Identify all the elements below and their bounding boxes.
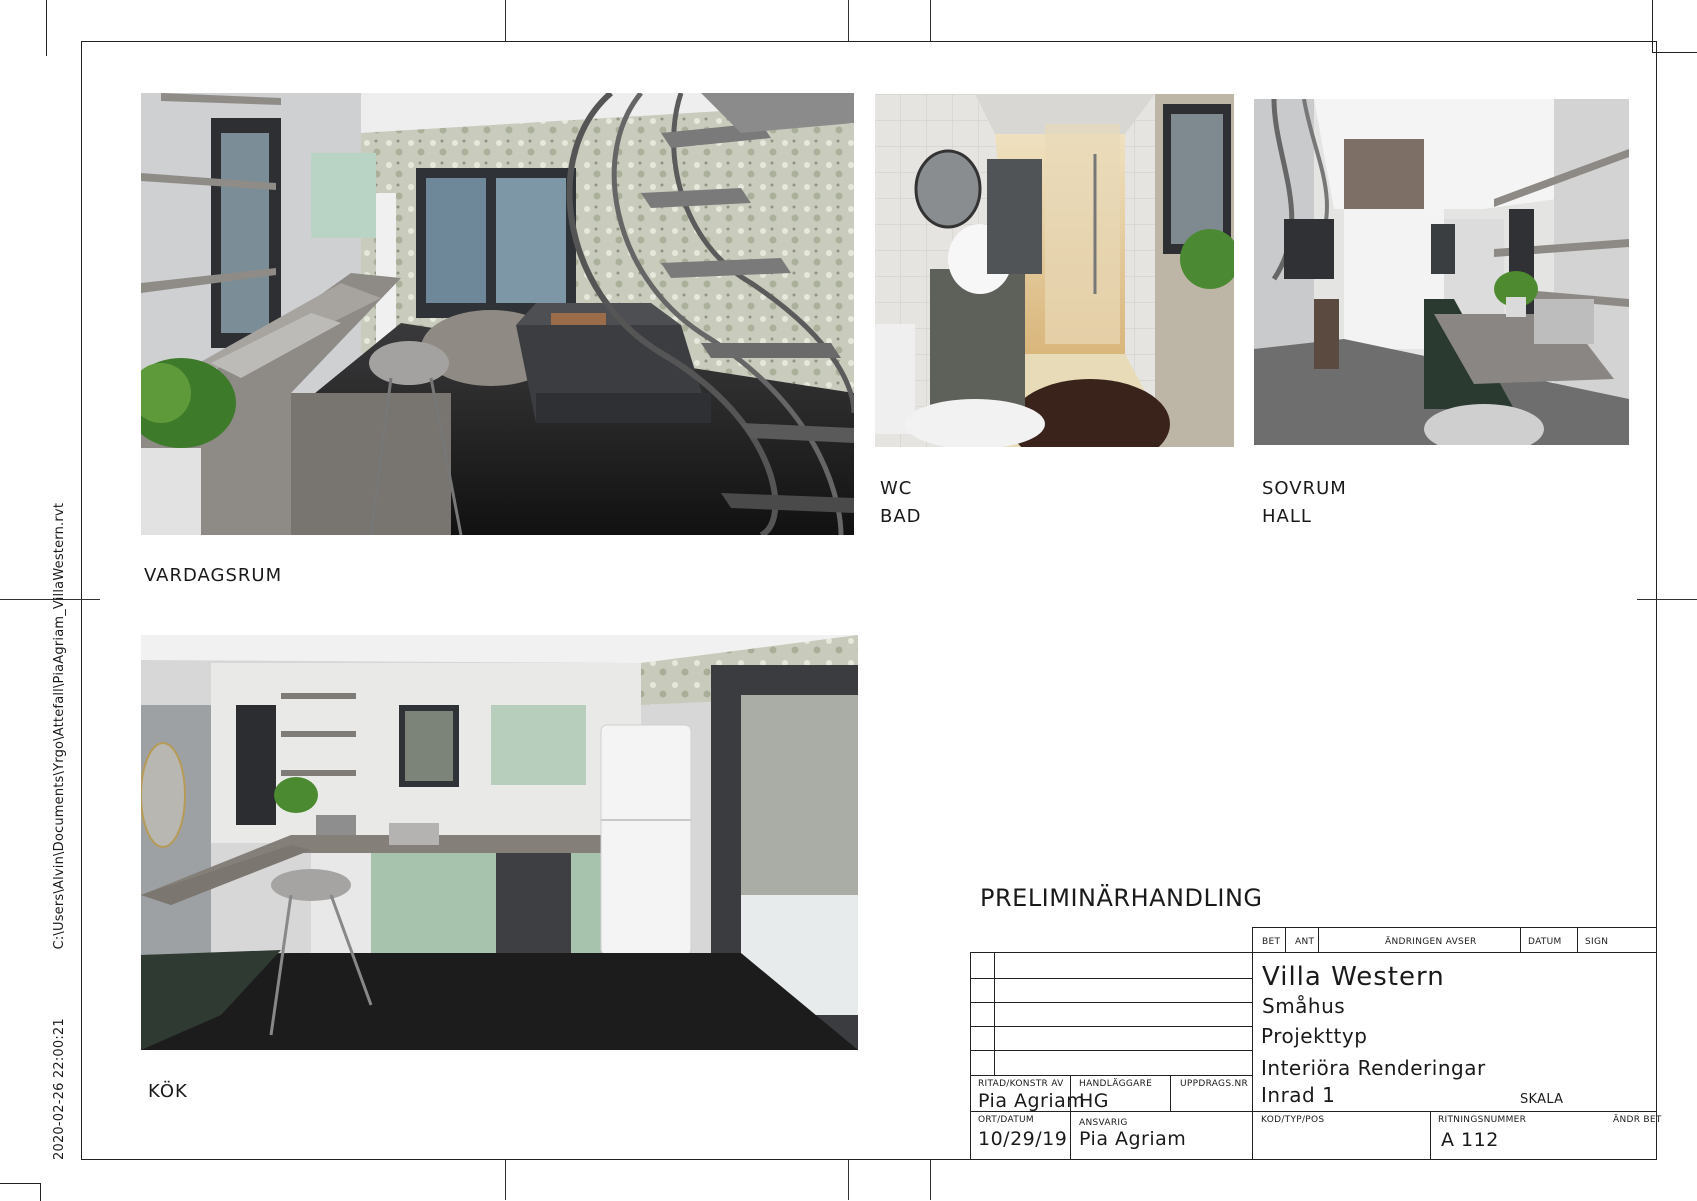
andr-bet-label: ÄNDR BET xyxy=(1613,1115,1662,1125)
corner-mark xyxy=(1652,0,1697,53)
project-name: Villa Western xyxy=(1262,962,1445,992)
render-vardagsrum xyxy=(141,93,854,535)
ort-datum-label: ORT/DATUM xyxy=(978,1115,1034,1125)
frame-tick xyxy=(1637,599,1697,600)
drawing-subtitle: Inrad 1 xyxy=(1261,1083,1336,1107)
project-type: Projekttyp xyxy=(1261,1024,1368,1048)
ort-datum-value: 10/29/19 xyxy=(978,1128,1068,1150)
label-vardagsrum: VARDAGSRUM xyxy=(144,565,283,586)
file-path: C:\Users\Alvin\Documents\Yrgo\Attefall\P… xyxy=(52,502,67,950)
frame-tick xyxy=(930,1160,931,1200)
frame-tick xyxy=(848,0,849,41)
handlaggare-value: HG xyxy=(1079,1090,1110,1112)
render-kok xyxy=(141,635,858,1050)
label-bad: BAD xyxy=(880,506,922,527)
frame-tick xyxy=(848,1160,849,1200)
label-kok: KÖK xyxy=(148,1081,188,1102)
ansvarig-label: ANSVARIG xyxy=(1079,1118,1128,1128)
ritningsnummer-label: RITNINGSNUMMER xyxy=(1438,1115,1527,1125)
rev-andring-header: ÄNDRINGEN AVSER xyxy=(1385,937,1477,947)
ritningsnummer-value: A 112 xyxy=(1441,1129,1499,1151)
frame-tick xyxy=(0,599,100,600)
corner-mark xyxy=(0,1183,41,1201)
label-wc: WC xyxy=(880,478,913,499)
frame-tick xyxy=(930,0,931,41)
ritad-label: RITAD/KONSTR AV xyxy=(978,1079,1064,1089)
label-hall: HALL xyxy=(1262,506,1312,527)
rev-datum-header: DATUM xyxy=(1528,937,1562,947)
label-sovrum: SOVRUM xyxy=(1262,478,1347,499)
drawing-title: Interiöra Renderingar xyxy=(1261,1056,1486,1080)
scale-label: SKALA xyxy=(1520,1092,1564,1107)
uppdragsnr-label: UPPDRAGS.NR xyxy=(1180,1079,1249,1089)
rev-bet-header: BET xyxy=(1262,937,1281,947)
rev-ant-header: ANT xyxy=(1295,937,1315,947)
status-label: PRELIMINÄRHANDLING xyxy=(980,884,1263,912)
render-wc-bad xyxy=(875,94,1234,447)
corner-mark xyxy=(0,0,47,56)
kod-label: KOD/TYP/POS xyxy=(1261,1115,1325,1125)
file-path-stamp: 2020-02-26 22:00:21 C:\Users\Alvin\Docum… xyxy=(52,503,67,1160)
building-type: Småhus xyxy=(1262,994,1346,1018)
frame-tick xyxy=(505,0,506,41)
timestamp: 2020-02-26 22:00:21 xyxy=(52,1018,67,1160)
ritad-value: Pia Agriam xyxy=(978,1090,1086,1112)
handlaggare-label: HANDLÄGGARE xyxy=(1079,1079,1153,1089)
rev-sign-header: SIGN xyxy=(1585,937,1609,947)
render-sovrum-hall xyxy=(1254,99,1629,445)
ansvarig-value: Pia Agriam xyxy=(1079,1128,1187,1150)
sheet-frame xyxy=(81,41,1657,1160)
frame-tick xyxy=(505,1160,506,1200)
